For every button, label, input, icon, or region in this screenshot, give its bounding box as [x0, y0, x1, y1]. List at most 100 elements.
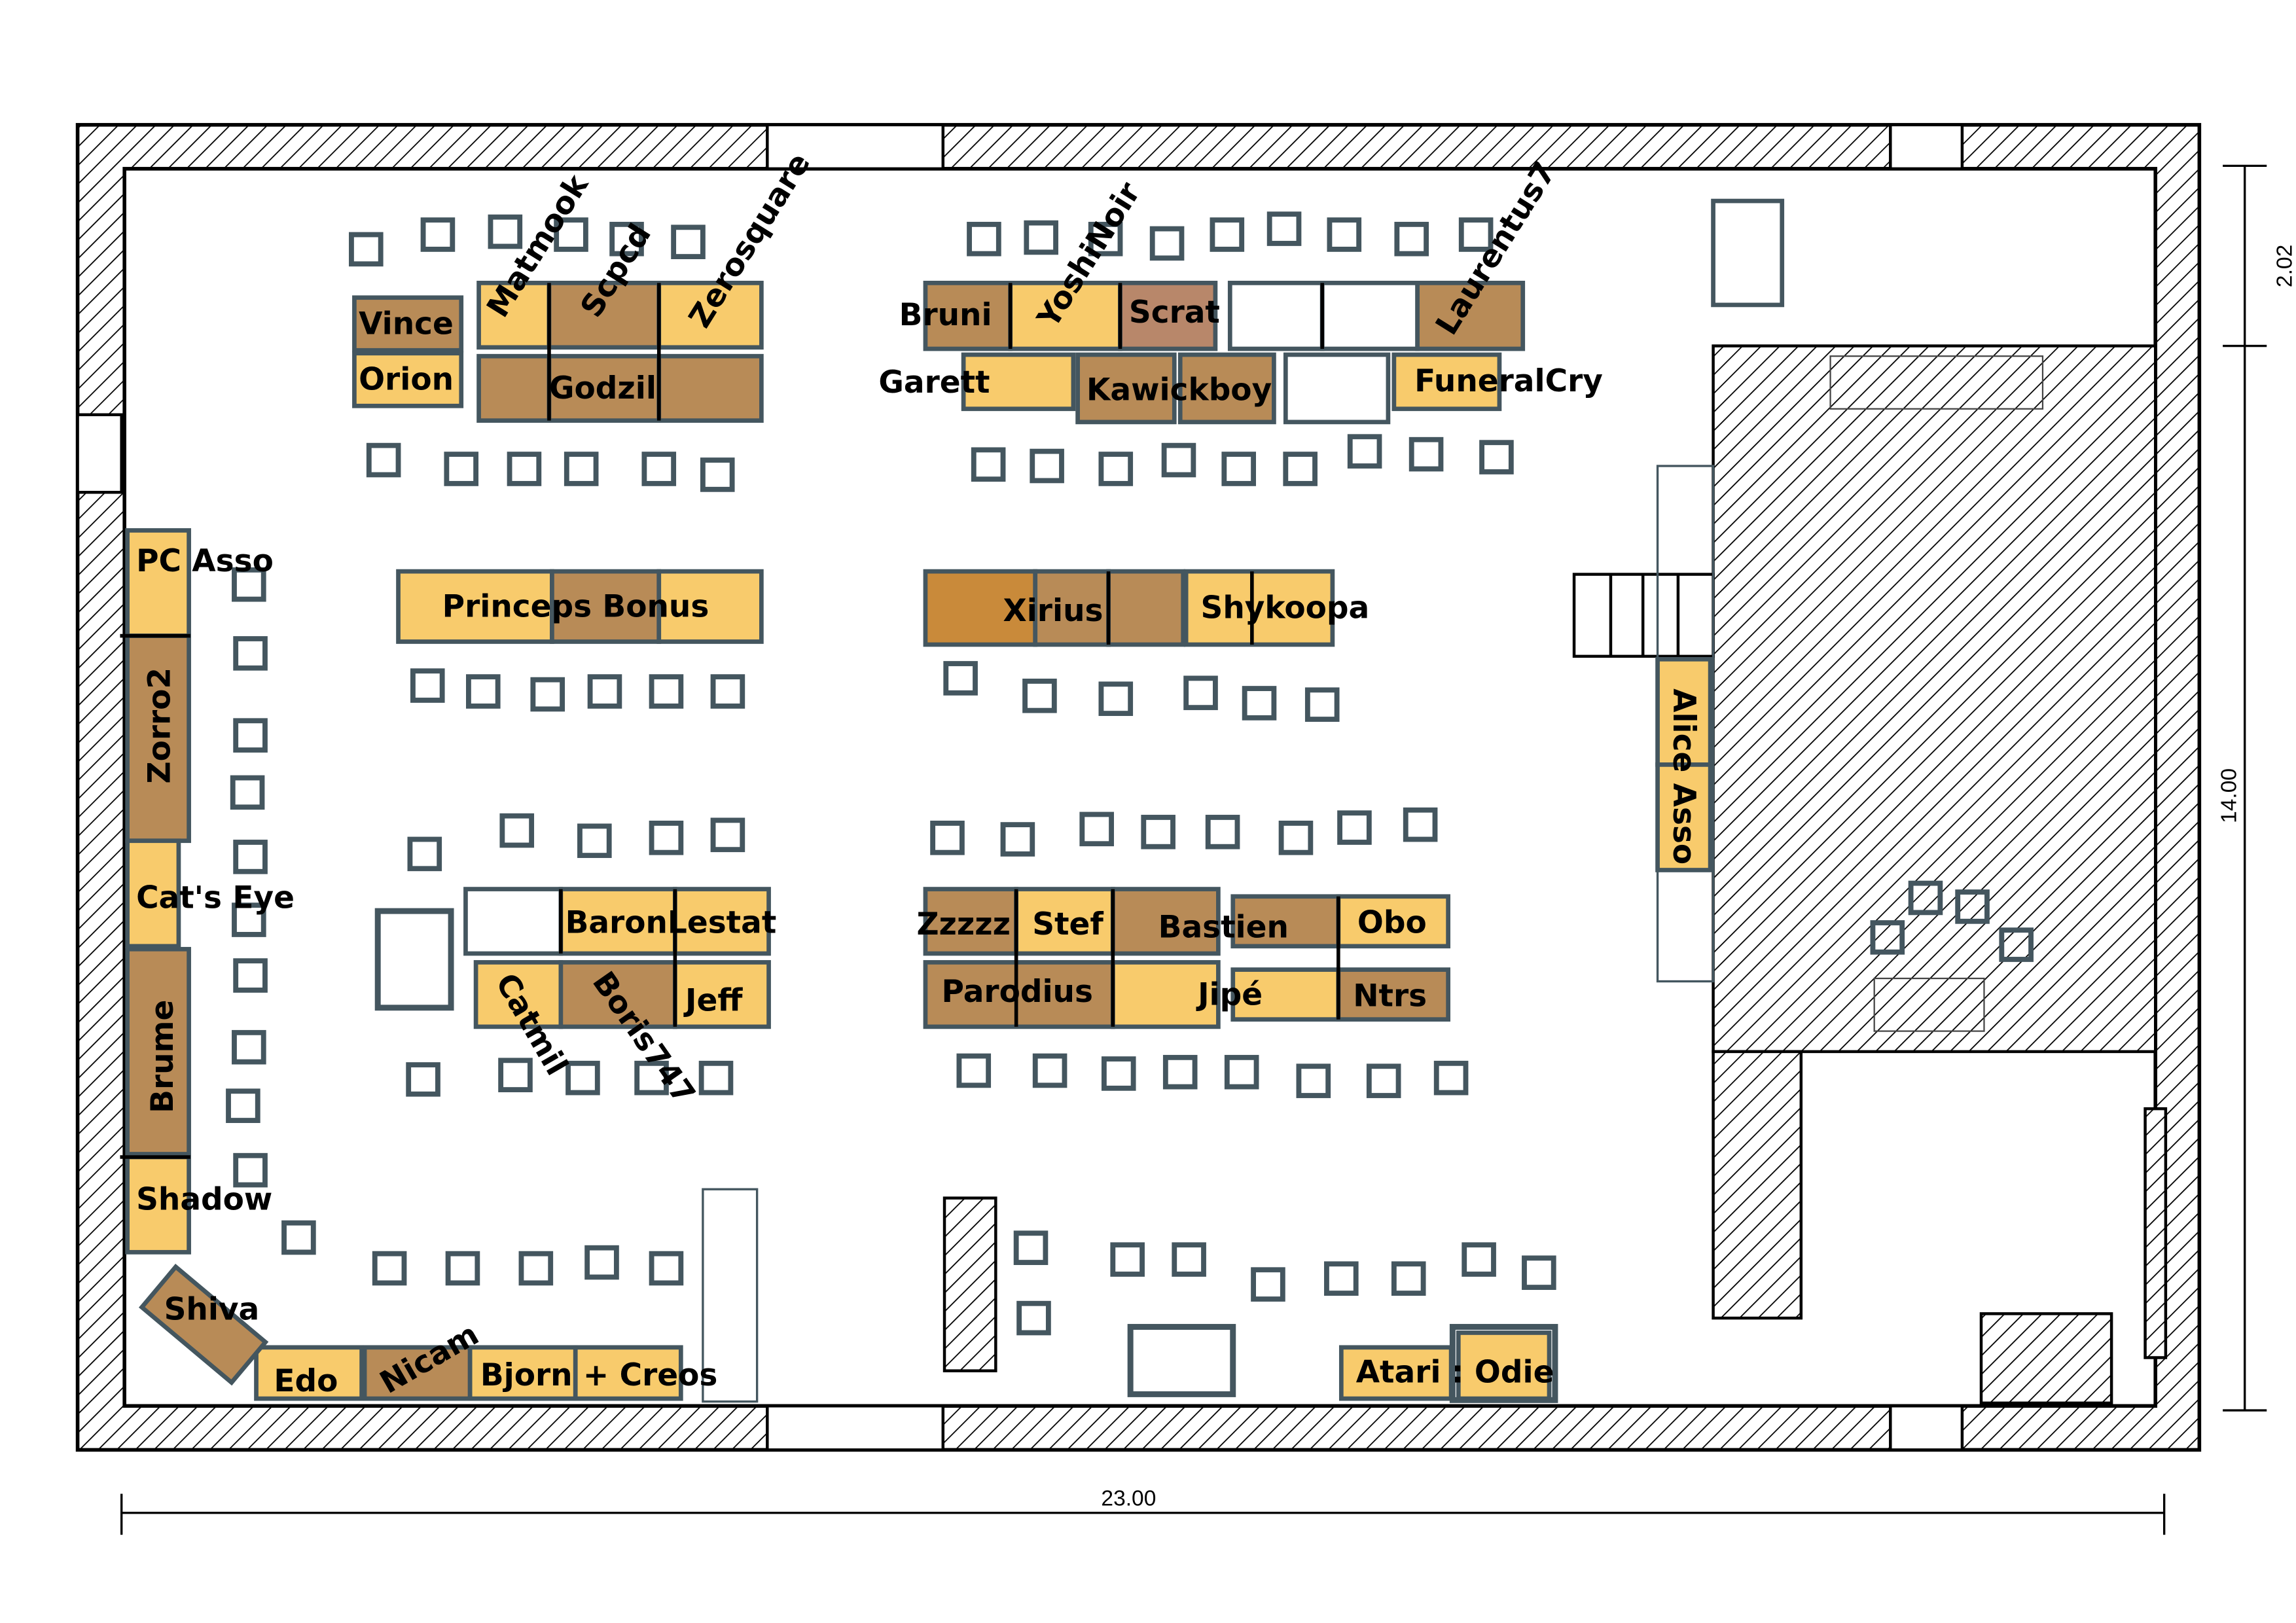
stage [1712, 344, 2157, 1054]
chair [1162, 1054, 1198, 1090]
chair [1366, 1063, 1401, 1098]
booth-table [923, 280, 1013, 351]
chair [1955, 889, 1990, 924]
chair [488, 214, 523, 249]
desk-layer [120, 280, 1713, 1403]
chair [226, 1088, 260, 1123]
chair [1172, 1242, 1206, 1277]
chair [1433, 1060, 1469, 1096]
booth-table [1014, 887, 1115, 956]
chair [1183, 675, 1218, 711]
chair [1403, 807, 1438, 842]
chair [1022, 678, 1057, 713]
top-right-dimension: 2.02 [2272, 245, 2296, 287]
chair [956, 1053, 992, 1088]
chair [1283, 452, 1318, 486]
booth-table [1415, 280, 1526, 351]
chair [554, 217, 588, 252]
booth-table [254, 1345, 364, 1401]
chair [232, 1029, 266, 1065]
chair [233, 1152, 268, 1188]
chair [444, 452, 479, 486]
booth-table [1336, 967, 1450, 1022]
chair [671, 224, 706, 259]
booth-table [656, 280, 764, 350]
booth-label: Zorro2 [142, 668, 178, 784]
chair [564, 452, 599, 486]
chair [349, 232, 384, 267]
chair [1394, 221, 1429, 257]
booth-table [352, 295, 464, 353]
chair [565, 1060, 600, 1096]
booth-table [1177, 352, 1276, 425]
booth-table [1655, 656, 1713, 767]
chair [1079, 812, 1114, 847]
chair [943, 661, 978, 696]
booth-table [1106, 569, 1186, 647]
chair [1098, 681, 1134, 717]
booth-label: Stef [1032, 906, 1103, 942]
chair [410, 668, 445, 703]
booth-label: PC Asso [136, 543, 274, 579]
booth-table [1319, 280, 1420, 351]
chair [1278, 820, 1314, 855]
chair [649, 820, 684, 855]
chair [1296, 1063, 1331, 1098]
chair [1110, 1242, 1145, 1277]
chair [1149, 226, 1185, 261]
booth-table [125, 528, 191, 638]
door-left [76, 413, 123, 494]
chair [1999, 927, 2034, 962]
booth-label: Scrat [1129, 294, 1220, 330]
booth-label: FuneralCry [1414, 363, 1603, 399]
chair [930, 820, 965, 855]
booth-table [1230, 967, 1341, 1022]
booth-table [125, 946, 191, 1156]
booth-table [923, 960, 1115, 1029]
booth-label: Bjorn + Creos [480, 1357, 718, 1393]
booth-label: Bruni [899, 297, 992, 333]
booth-label: Parodius [942, 974, 1093, 1010]
chair [1032, 1053, 1067, 1088]
windows [76, 123, 1964, 1452]
booth-table [476, 353, 552, 423]
chair [445, 1251, 480, 1286]
height-dimension: 14.00 [2217, 768, 2241, 823]
booth-table [125, 838, 181, 949]
booth-label: Ntrs [1353, 978, 1427, 1014]
booth-label: Jeff [683, 982, 743, 1018]
chair [587, 674, 622, 709]
booth-table [1110, 887, 1221, 956]
booth-label: Zzzzz [917, 906, 1011, 942]
chair [971, 447, 1006, 482]
booth-label: Shykoopa [1201, 590, 1370, 626]
booth-label: Shiva [164, 1291, 260, 1327]
chair [1458, 217, 1494, 252]
booth-table [961, 352, 1076, 412]
chair [634, 1060, 669, 1096]
booth-table [1183, 569, 1335, 647]
booth-label: Kawickboy [1086, 372, 1272, 408]
chair [1304, 687, 1340, 722]
chair [698, 1060, 734, 1096]
chair [1205, 815, 1240, 849]
chair [518, 1251, 554, 1286]
booth-label: Orion [359, 362, 454, 398]
chair [609, 221, 644, 257]
crate [374, 908, 454, 1011]
booth-table [1336, 894, 1450, 949]
booth-table [1283, 352, 1391, 425]
chair [1251, 1267, 1285, 1302]
chair [710, 817, 745, 853]
chair [1013, 1230, 1049, 1265]
booth-label: Vince [359, 306, 454, 342]
chair [1522, 1255, 1556, 1291]
chair [233, 840, 268, 874]
booth-label: Shadow [136, 1182, 272, 1218]
chair [649, 674, 684, 709]
booth-table [1230, 894, 1341, 949]
chair [232, 567, 266, 602]
chair [700, 457, 735, 492]
chair [1327, 217, 1362, 252]
